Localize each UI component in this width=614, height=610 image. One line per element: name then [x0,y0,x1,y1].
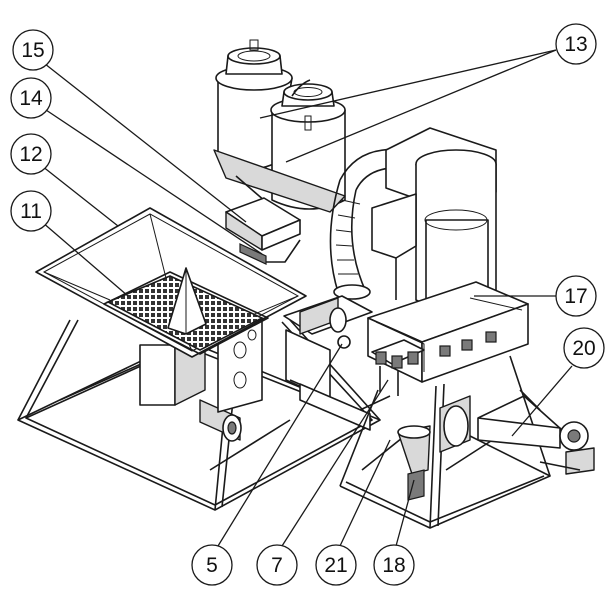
callout-14: 14 [10,77,263,255]
svg-text:17: 17 [564,285,587,308]
cyclone-separator [371,127,497,311]
svg-text:21: 21 [324,554,347,577]
callout-20: 20 [511,327,605,437]
svg-text:13: 13 [564,33,587,56]
left-motor [199,399,242,442]
svg-text:7: 7 [271,554,283,577]
svg-text:5: 5 [206,554,218,577]
callout-13: 13 [259,23,597,163]
hopper [35,207,307,358]
right-motor [439,395,471,453]
valve-stack [337,335,425,396]
svg-text:20: 20 [572,337,595,360]
svg-text:14: 14 [19,87,43,110]
svg-text:18: 18 [382,554,405,577]
callout-18: 18 [373,479,415,586]
svg-text:11: 11 [20,200,42,223]
callout-5: 5 [191,343,343,586]
svg-text:15: 15 [21,39,44,62]
feed-box [225,197,301,265]
right-support-frame [339,355,551,529]
end-gearbox [559,421,595,475]
svg-text:12: 12 [19,143,42,166]
callout-17: 17 [474,275,597,317]
storage-tanks [213,39,346,215]
callout-12: 12 [10,133,119,227]
callout-21: 21 [315,439,391,586]
callout-15: 15 [12,29,247,223]
swing-arm [477,389,595,475]
callout-7: 7 [256,379,389,586]
callout-11: 11 [10,190,129,297]
